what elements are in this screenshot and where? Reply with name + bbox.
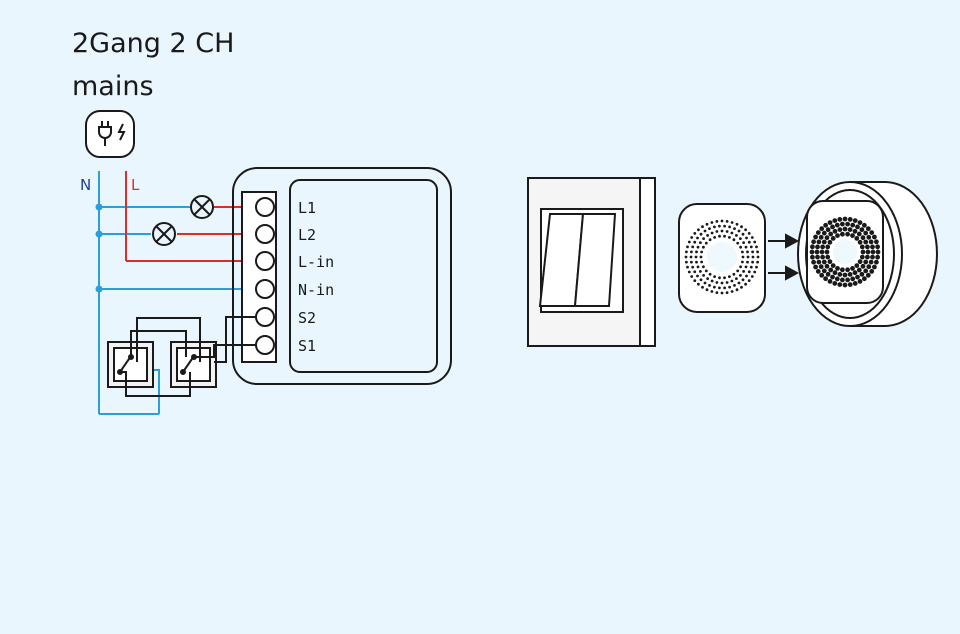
terminal-label-l1: L1 [298, 199, 316, 217]
backbox-illustration [797, 181, 938, 327]
terminal-label-n-in: N-in [298, 281, 334, 299]
neutral-wires [95, 171, 258, 415]
neutral-label: N [80, 176, 91, 194]
title-line-1: 2Gang 2 CH [72, 28, 235, 59]
lamp-icon [152, 222, 176, 246]
wall-switch-illustration [527, 177, 656, 347]
lamp-icon [190, 195, 214, 219]
arrow-icon [768, 233, 800, 281]
terminal-label-l2: L2 [298, 226, 316, 244]
live-wires [125, 171, 258, 262]
terminal-label-s1: S1 [298, 337, 316, 355]
title-line-2: mains [72, 71, 154, 102]
live-label: L [131, 176, 140, 194]
terminal-screws [255, 197, 275, 355]
switch-wiring [120, 316, 256, 397]
relay-module [232, 167, 452, 385]
diagram-title: 2Gang 2 CH mains [72, 27, 234, 104]
plug-power-icon [85, 110, 135, 158]
terminal-label-l-in: L-in [298, 253, 334, 271]
relay-device-illustration [678, 203, 766, 313]
terminal-label-s2: S2 [298, 309, 316, 327]
